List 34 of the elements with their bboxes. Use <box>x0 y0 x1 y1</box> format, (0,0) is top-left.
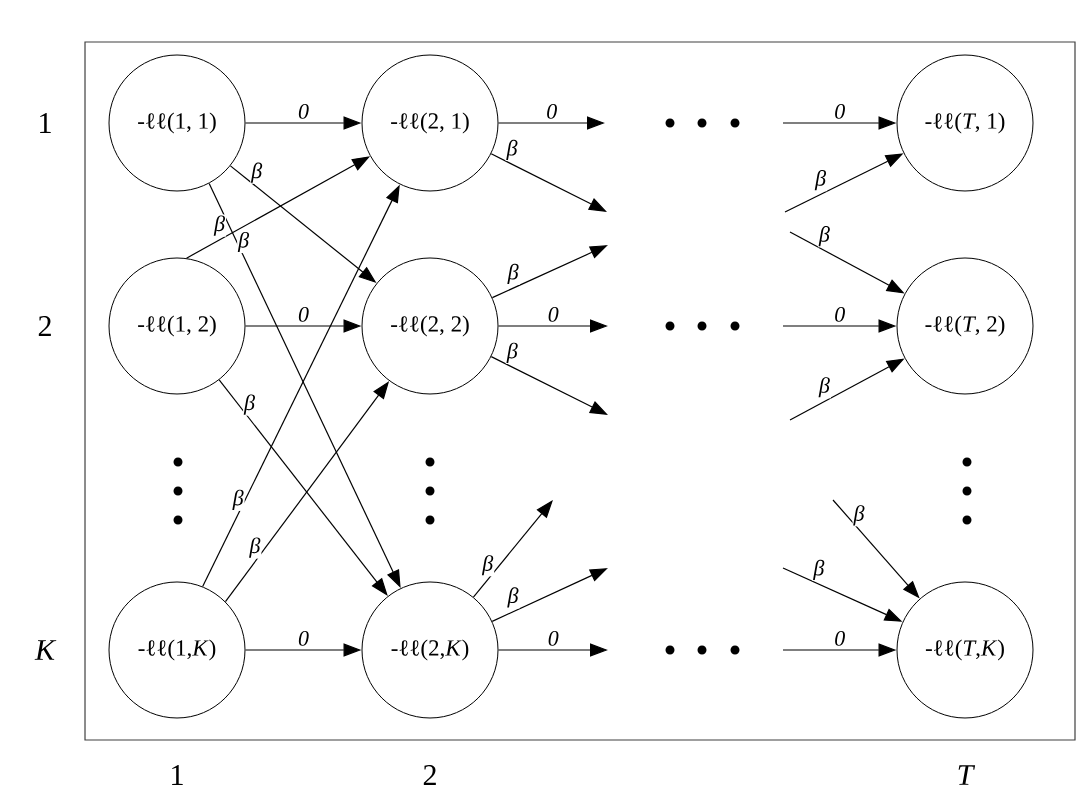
edge-label: 0 <box>547 103 557 119</box>
edge-label: β <box>481 555 494 576</box>
edge-label: β <box>250 162 263 183</box>
axis-label: K <box>34 640 57 660</box>
axis-label: 1 <box>172 765 183 785</box>
axis-label: 1 <box>40 113 51 133</box>
edge-label: 0 <box>548 306 559 322</box>
arrow <box>490 356 608 415</box>
edge-label: β <box>506 139 518 161</box>
edge-label: 0 <box>298 306 309 322</box>
edge-label: β <box>232 489 244 510</box>
edge-label: 0 <box>548 630 559 646</box>
edge-label: β <box>818 226 830 247</box>
edge-label: 0 <box>835 630 845 646</box>
edge-label: 0 <box>298 630 309 646</box>
edge-label: β <box>507 587 519 608</box>
edge-label: β <box>243 394 255 415</box>
edge-label: 0 <box>835 103 845 119</box>
axis-label: 2 <box>38 316 51 336</box>
arrow <box>490 153 607 212</box>
arrow <box>472 500 553 598</box>
edge-label: β <box>507 263 519 284</box>
edge-label: β <box>213 215 226 236</box>
axis-label: T <box>958 765 976 785</box>
edge-label: β <box>813 559 825 580</box>
axis-label: 2 <box>423 765 436 785</box>
edge-label: β <box>237 231 250 253</box>
edge-label: β <box>853 505 865 526</box>
edge-label: β <box>814 170 827 191</box>
edge-label: β <box>249 537 261 558</box>
edge-label: β <box>506 342 518 363</box>
edge-label: β <box>818 377 830 398</box>
edge-label: 0 <box>835 306 845 322</box>
edge-label: 0 <box>298 103 309 119</box>
